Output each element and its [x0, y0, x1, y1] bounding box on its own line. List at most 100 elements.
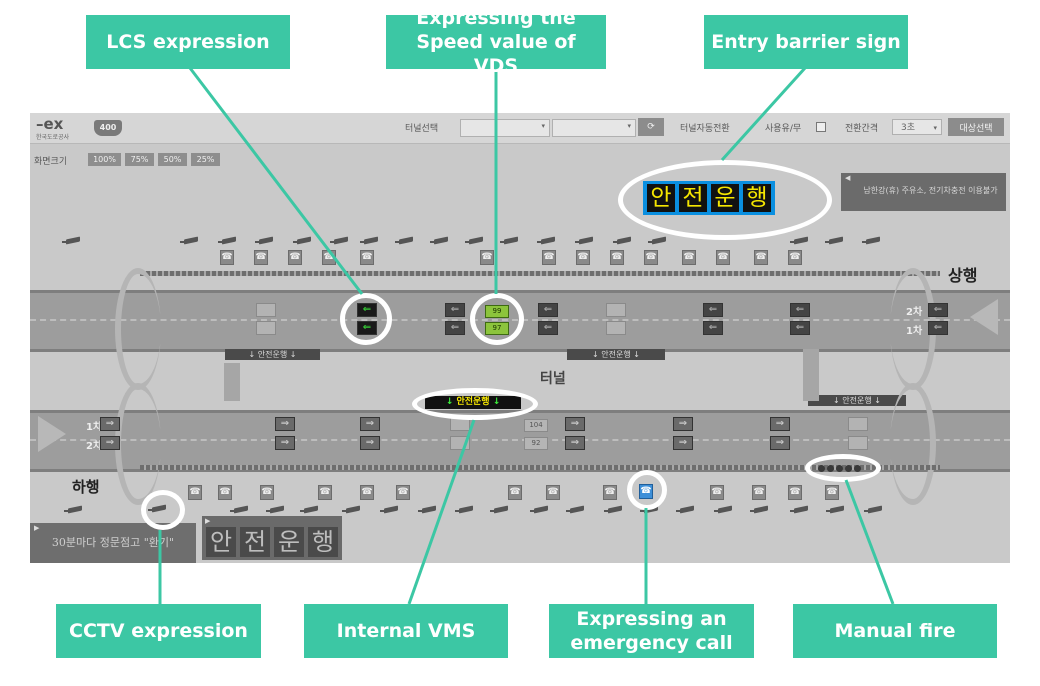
emergency-phone-icon[interactable]: ☎ — [754, 250, 768, 265]
cctv-icon[interactable] — [862, 236, 882, 246]
cctv-icon[interactable] — [864, 505, 884, 515]
cctv-icon[interactable] — [575, 236, 595, 246]
interval-select[interactable]: 3초▾ — [892, 119, 942, 135]
cctv-icon[interactable] — [395, 236, 415, 246]
lcs-indicator[interactable]: ⇒ — [565, 436, 585, 450]
cctv-icon[interactable] — [604, 505, 624, 515]
zoom-100-button[interactable]: 100% — [88, 153, 121, 166]
emergency-phone-icon[interactable]: ☎ — [360, 485, 374, 500]
lcs-indicator[interactable] — [256, 303, 276, 317]
emergency-phone-icon[interactable]: ☎ — [644, 250, 658, 265]
emergency-phone-icon[interactable]: ☎ — [254, 250, 268, 265]
lcs-indicator[interactable]: ⇒ — [770, 417, 790, 431]
cctv-icon[interactable] — [293, 236, 313, 246]
cctv-icon[interactable] — [380, 505, 400, 515]
cctv-icon[interactable] — [342, 505, 362, 515]
emergency-phone-icon[interactable]: ☎ — [322, 250, 336, 265]
cctv-icon[interactable] — [62, 236, 82, 246]
cctv-icon[interactable] — [790, 505, 810, 515]
cctv-icon[interactable] — [648, 236, 668, 246]
lcs-indicator[interactable]: ⇒ — [100, 436, 120, 450]
overhead-vms-right[interactable]: ↓ 안전운행 ↓ — [808, 395, 906, 406]
emergency-phone-icon[interactable]: ☎ — [825, 485, 839, 500]
lcs-indicator[interactable]: ⇐ — [538, 321, 558, 335]
lcs-indicator[interactable]: ⇒ — [565, 417, 585, 431]
zoom-25-button[interactable]: 25% — [191, 153, 220, 166]
target-select-button[interactable]: 대상선택 — [948, 118, 1004, 136]
lcs-indicator[interactable]: ⇐ — [703, 303, 723, 317]
lcs-indicator[interactable]: ⇐ — [538, 303, 558, 317]
lcs-indicator[interactable]: ⇒ — [360, 417, 380, 431]
emergency-phone-icon[interactable]: ☎ — [716, 250, 730, 265]
lcs-indicator[interactable] — [450, 436, 470, 450]
cctv-icon[interactable] — [640, 505, 660, 515]
bottom-entry-sign[interactable]: ▶ 안 전 운 행 — [202, 516, 342, 560]
emergency-phone-icon[interactable]: ☎ — [610, 250, 624, 265]
emergency-phone-icon[interactable]: ☎ — [360, 250, 374, 265]
emergency-phone-icon[interactable]: ☎ — [546, 485, 560, 500]
emergency-phone-icon[interactable]: ☎ — [788, 485, 802, 500]
emergency-phone-icon[interactable]: ☎ — [218, 485, 232, 500]
use-checkbox[interactable] — [816, 122, 826, 132]
refresh-button[interactable]: ⟳ — [638, 118, 664, 136]
cctv-icon[interactable] — [64, 505, 84, 515]
lcs-indicator[interactable] — [256, 321, 276, 335]
overhead-vms-center[interactable]: ↓ 안전운행 ↓ — [567, 349, 665, 360]
tunnel-select-dropdown-2[interactable]: ▾ — [552, 119, 636, 137]
cctv-icon[interactable] — [826, 505, 846, 515]
tunnel-select-dropdown-1[interactable]: ▾ — [460, 119, 550, 137]
cctv-icon[interactable] — [500, 236, 520, 246]
cctv-icon[interactable] — [266, 505, 286, 515]
cctv-icon[interactable] — [714, 505, 734, 515]
cctv-icon[interactable] — [360, 236, 380, 246]
emergency-phone-icon[interactable]: ☎ — [480, 250, 494, 265]
cctv-icon[interactable] — [180, 236, 200, 246]
lcs-indicator[interactable]: ⇐ — [790, 303, 810, 317]
cctv-icon[interactable] — [537, 236, 557, 246]
lcs-indicator[interactable]: ⇒ — [673, 417, 693, 431]
lcs-indicator[interactable]: ⇒ — [673, 436, 693, 450]
lcs-indicator[interactable]: ⇒ — [275, 436, 295, 450]
emergency-phone-icon[interactable]: ☎ — [542, 250, 556, 265]
lcs-indicator[interactable] — [848, 436, 868, 450]
lcs-indicator[interactable]: ⇒ — [360, 436, 380, 450]
emergency-phone-icon[interactable]: ☎ — [710, 485, 724, 500]
emergency-phone-icon[interactable]: ☎ — [508, 485, 522, 500]
cctv-icon[interactable] — [676, 505, 696, 515]
cctv-icon[interactable] — [566, 505, 586, 515]
cctv-icon[interactable] — [218, 236, 238, 246]
cctv-icon[interactable] — [825, 236, 845, 246]
lcs-indicator[interactable]: ⇒ — [275, 417, 295, 431]
cctv-icon[interactable] — [430, 236, 450, 246]
cctv-icon[interactable] — [790, 236, 810, 246]
lcs-indicator[interactable]: ⇒ — [770, 436, 790, 450]
lcs-indicator[interactable]: ⇐ — [790, 321, 810, 335]
cctv-icon[interactable] — [330, 236, 350, 246]
emergency-phone-icon[interactable]: ☎ — [752, 485, 766, 500]
emergency-phone-icon[interactable]: ☎ — [576, 250, 590, 265]
vds-speed-down-lane1[interactable]: 104 — [524, 419, 548, 432]
emergency-phone-icon[interactable]: ☎ — [318, 485, 332, 500]
emergency-phone-icon[interactable]: ☎ — [260, 485, 274, 500]
cctv-icon[interactable] — [465, 236, 485, 246]
emergency-phone-icon[interactable]: ☎ — [396, 485, 410, 500]
cctv-icon[interactable] — [750, 505, 770, 515]
emergency-phone-icon[interactable]: ☎ — [220, 250, 234, 265]
emergency-phone-icon[interactable]: ☎ — [188, 485, 202, 500]
lcs-indicator[interactable]: ⇐ — [445, 321, 465, 335]
emergency-phone-icon[interactable]: ☎ — [682, 250, 696, 265]
vds-speed-down-lane2[interactable]: 92 — [524, 437, 548, 450]
overhead-vms-left[interactable]: ↓ 안전운행 ↓ — [225, 349, 320, 360]
lcs-indicator[interactable]: ⇐ — [928, 303, 948, 317]
lcs-indicator[interactable]: ⇒ — [100, 417, 120, 431]
cctv-icon[interactable] — [300, 505, 320, 515]
cctv-icon[interactable] — [455, 505, 475, 515]
lcs-indicator[interactable] — [606, 303, 626, 317]
lcs-indicator[interactable] — [848, 417, 868, 431]
emergency-phone-icon[interactable]: ☎ — [788, 250, 802, 265]
zoom-75-button[interactable]: 75% — [125, 153, 154, 166]
lcs-indicator[interactable]: ⇐ — [703, 321, 723, 335]
cctv-icon[interactable] — [613, 236, 633, 246]
cctv-icon[interactable] — [255, 236, 275, 246]
cctv-icon[interactable] — [418, 505, 438, 515]
